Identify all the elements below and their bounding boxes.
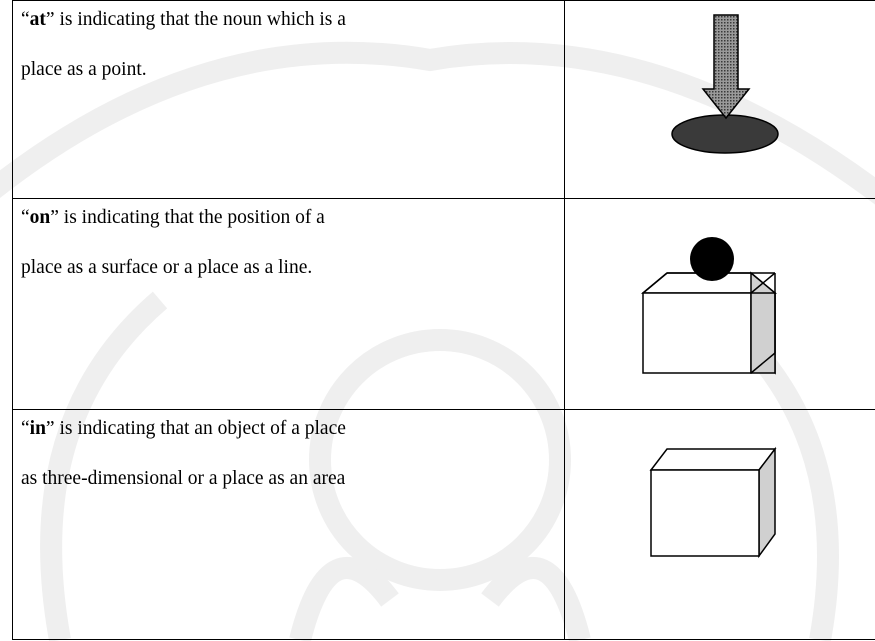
text-cell-at: “at” is indicating that the noun which i… [12, 0, 565, 199]
image-cell-at [564, 0, 875, 199]
table-row-in: “in” is indicating that an object of a p… [12, 409, 875, 640]
preposition-table: “at” is indicating that the noun which i… [12, 0, 875, 640]
description-in: “in” is indicating that an object of a p… [21, 418, 346, 489]
text-cell-on: “on” is indicating that the position of … [12, 198, 565, 410]
keyword-at: at [29, 9, 46, 30]
arrow-down-onto-ellipse-icon [671, 14, 779, 154]
keyword-on: on [29, 207, 51, 228]
description-at: “at” is indicating that the noun which i… [21, 9, 346, 80]
keyword-in: in [29, 418, 46, 439]
description-on: “on” is indicating that the position of … [21, 207, 325, 278]
image-cell-in [564, 409, 875, 640]
cube-icon [649, 446, 777, 559]
text-cell-in: “in” is indicating that an object of a p… [12, 409, 565, 640]
sphere-on-cube-icon [640, 237, 778, 375]
table-row-at: “at” is indicating that the noun which i… [12, 0, 875, 199]
table-row-on: “on” is indicating that the position of … [12, 198, 875, 410]
image-cell-on [564, 198, 875, 410]
